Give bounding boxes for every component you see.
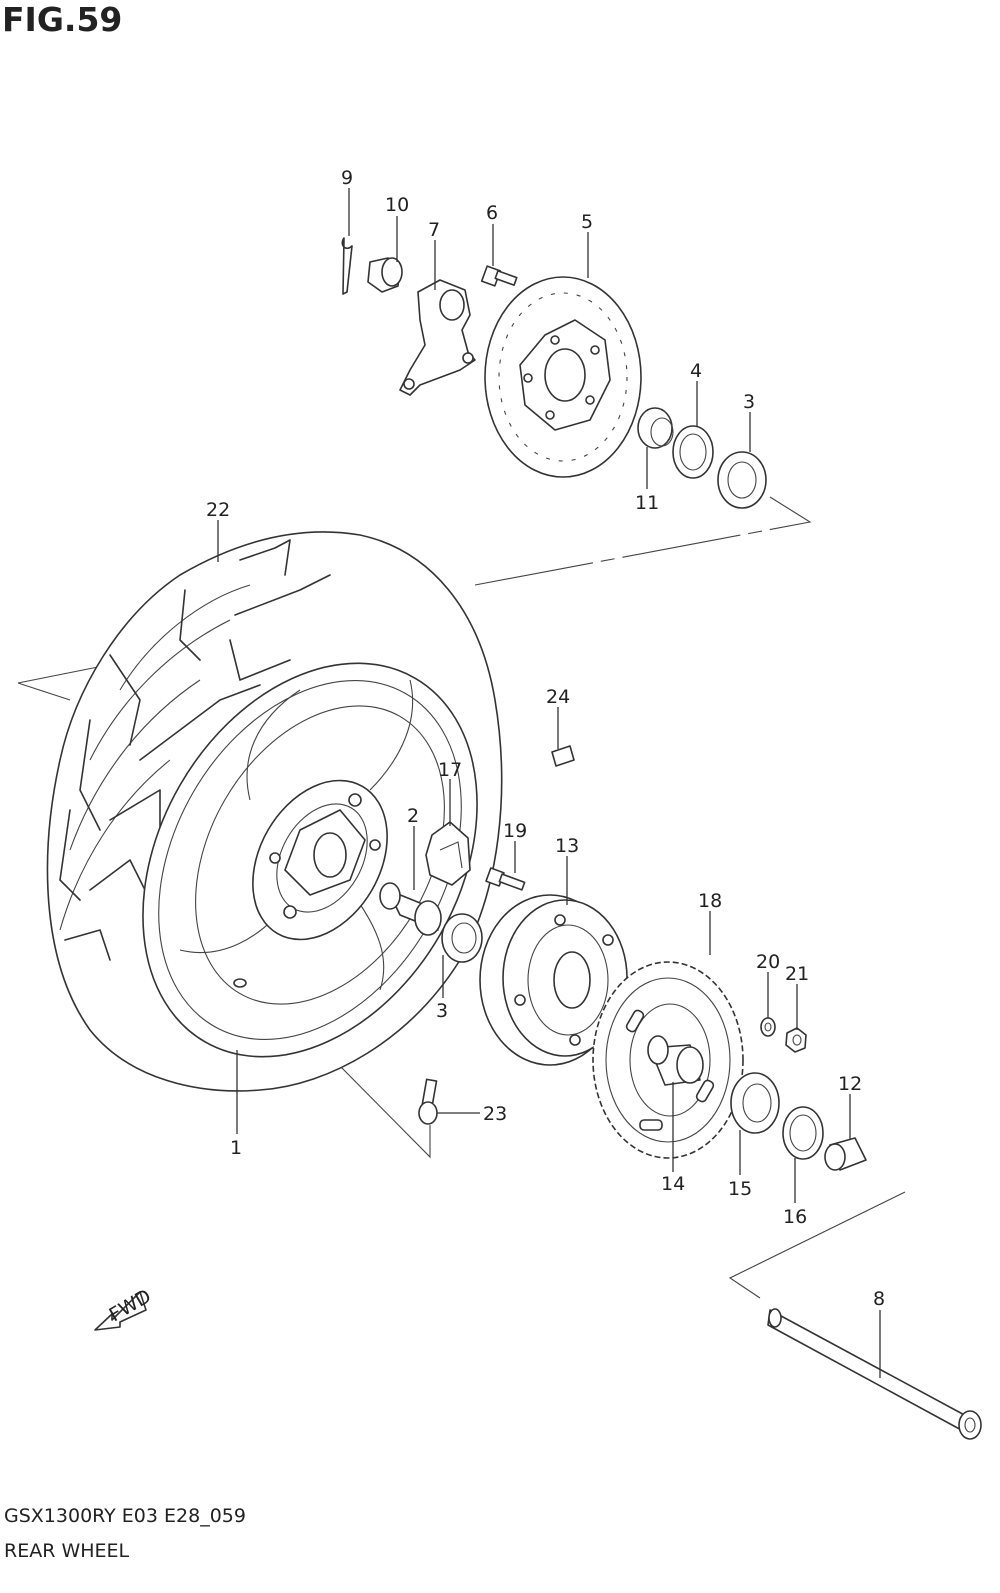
axle-nut bbox=[367, 257, 403, 293]
callout-14: 14 bbox=[661, 1173, 685, 1195]
leader-lines bbox=[217, 188, 881, 1378]
oil-seal-16 bbox=[782, 1106, 824, 1160]
callout-6: 6 bbox=[486, 202, 498, 224]
spacer-2 bbox=[379, 882, 442, 936]
callout-17: 17 bbox=[438, 759, 462, 781]
callout-21: 21 bbox=[785, 963, 809, 985]
callout-10: 10 bbox=[385, 194, 409, 216]
callout-12: 12 bbox=[838, 1073, 862, 1095]
callout-7: 7 bbox=[428, 219, 440, 241]
tire-valve bbox=[418, 1078, 438, 1125]
callout-11: 11 bbox=[635, 492, 659, 514]
sprocket-mounting-drum bbox=[479, 894, 628, 1066]
bearing-lower bbox=[441, 913, 483, 963]
model-code: GSX1300RY E03 E28_059 bbox=[4, 1505, 246, 1527]
figure-title: FIG.59 bbox=[2, 0, 123, 39]
callout-24: 24 bbox=[546, 686, 570, 708]
rear-axle bbox=[767, 1308, 982, 1440]
callout-15: 15 bbox=[728, 1178, 752, 1200]
callout-8: 8 bbox=[873, 1288, 885, 1310]
sprocket-mount-bolt bbox=[485, 867, 526, 891]
callout-3-upper: 3 bbox=[743, 391, 755, 413]
callout-19: 19 bbox=[503, 820, 527, 842]
sprocket-nut bbox=[785, 1027, 807, 1053]
disc-bolt bbox=[480, 265, 518, 287]
wheel-rim bbox=[142, 662, 478, 1058]
callout-5: 5 bbox=[581, 211, 593, 233]
callout-23: 23 bbox=[483, 1103, 507, 1125]
callout-18: 18 bbox=[698, 890, 722, 912]
washer-20 bbox=[760, 1017, 776, 1037]
caliper-bracket bbox=[399, 279, 476, 396]
bearing-15 bbox=[730, 1072, 780, 1134]
callout-16: 16 bbox=[783, 1206, 807, 1228]
oil-seal-4 bbox=[672, 425, 714, 479]
wheel-damper bbox=[425, 821, 471, 886]
callout-13: 13 bbox=[555, 835, 579, 857]
callout-9: 9 bbox=[341, 167, 353, 189]
sprocket-spacer bbox=[647, 1035, 704, 1086]
callout-1: 1 bbox=[230, 1137, 242, 1159]
spacer-11 bbox=[637, 407, 674, 449]
fwd-label: FWD bbox=[106, 1285, 155, 1326]
callout-20: 20 bbox=[756, 951, 780, 973]
callout-4: 4 bbox=[690, 360, 702, 382]
callout-3-lower: 3 bbox=[436, 1000, 448, 1022]
brake-disc bbox=[484, 276, 642, 478]
bearing-upper bbox=[717, 451, 767, 509]
damper-24 bbox=[551, 745, 575, 767]
callout-22: 22 bbox=[206, 499, 230, 521]
callout-2: 2 bbox=[407, 805, 419, 827]
forward-arrow-icon: FWD bbox=[94, 1285, 155, 1331]
section-name: REAR WHEEL bbox=[4, 1540, 130, 1562]
spacer-12 bbox=[824, 1137, 867, 1171]
callout-numbers: 9 10 7 6 5 4 3 11 22 24 17 2 19 13 18 20… bbox=[206, 167, 885, 1310]
cotter-pin bbox=[341, 237, 353, 295]
